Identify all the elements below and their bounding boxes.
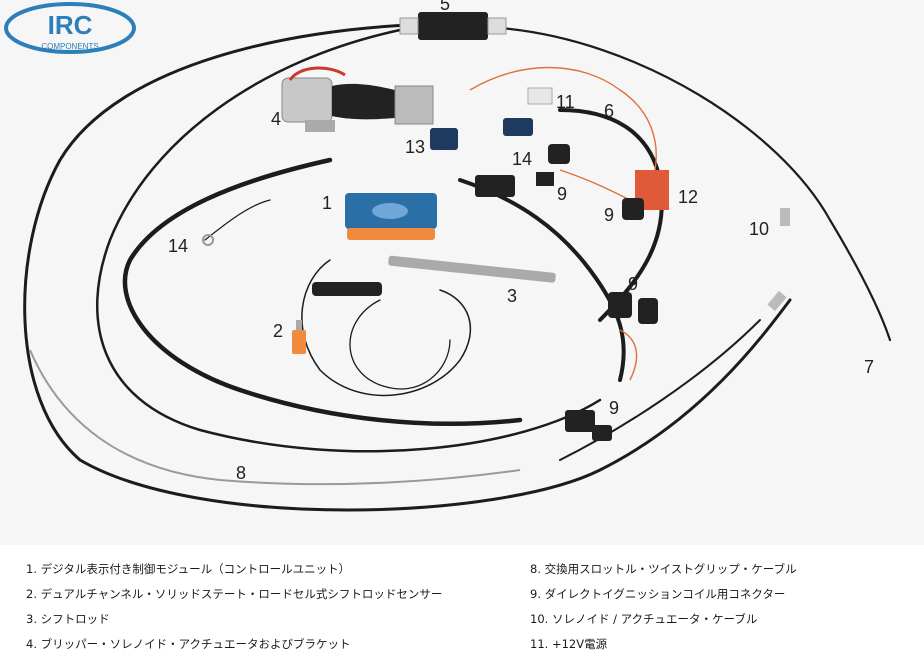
legend-item-9: 9. ダイレクトイグニッションコイル用コネクター (530, 587, 786, 601)
callout-6: 6 (604, 101, 615, 121)
callout-14-left: 14 (168, 236, 189, 256)
callout-5: 5 (440, 0, 451, 14)
callout-9-b: 9 (604, 205, 615, 225)
callout-12: 12 (678, 187, 699, 207)
svg-text:IRC: IRC (48, 10, 93, 40)
legend-item-4: 4. ブリッパー・ソレノイド・アクチュエータおよびブラケット (26, 637, 351, 651)
legend-item-10: 10. ソレノイド / アクチュエータ・ケーブル (530, 612, 758, 626)
callout-4: 4 (271, 109, 282, 129)
callout-9-a: 9 (557, 184, 568, 204)
parts-legend: 1. デジタル表示付き制御モジュール（コントロールユニット） 2. デュアルチャ… (0, 545, 924, 660)
callout-3: 3 (507, 286, 518, 306)
callout-7: 7 (864, 357, 875, 377)
callout-2: 2 (273, 321, 284, 341)
callout-14-top: 14 (512, 149, 533, 169)
legend-item-11: 11. +12V電源 (530, 637, 608, 651)
legend-column-right: 8. 交換用スロットル・ツイストグリップ・ケーブル 9. ダイレクトイグニッショ… (530, 557, 797, 657)
svg-text:COMPONENTS: COMPONENTS (41, 42, 98, 51)
callout-9-c: 9 (628, 274, 639, 294)
product-photo: IRC COMPONENTS 5 11 6 4 13 14 1 9 12 9 1… (4, 0, 892, 512)
callout-10: 10 (749, 219, 770, 239)
irc-logo: IRC COMPONENTS (4, 2, 136, 54)
callout-13: 13 (405, 137, 426, 157)
legend-item-2: 2. デュアルチャンネル・ソリッドステート・ロードセル式シフトロッドセンサー (26, 587, 443, 601)
callout-11: 11 (556, 92, 575, 112)
legend-item-3: 3. シフトロッド (26, 612, 110, 626)
callout-1: 1 (322, 193, 333, 213)
callout-8: 8 (236, 463, 247, 483)
legend-column-left: 1. デジタル表示付き制御モジュール（コントロールユニット） 2. デュアルチャ… (26, 557, 442, 657)
legend-item-1: 1. デジタル表示付き制御モジュール（コントロールユニット） (26, 562, 351, 576)
legend-item-8: 8. 交換用スロットル・ツイストグリップ・ケーブル (530, 562, 797, 576)
harness-illustration (23, 12, 892, 512)
callout-9-d: 9 (609, 398, 620, 418)
